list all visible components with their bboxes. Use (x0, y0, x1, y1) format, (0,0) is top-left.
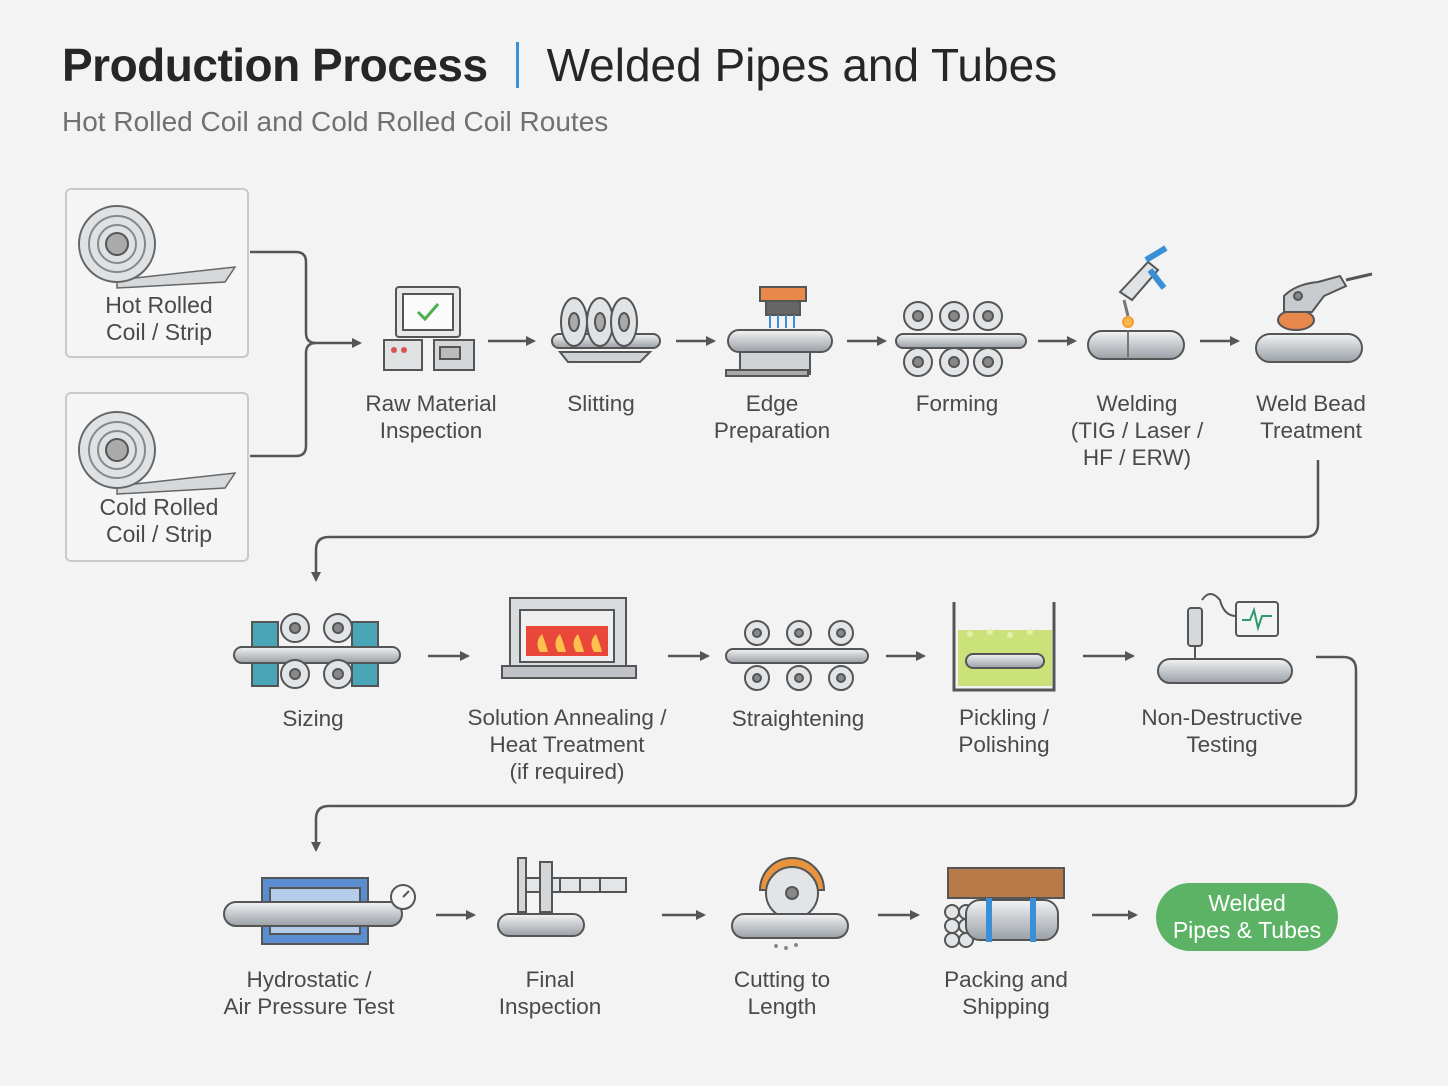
saw-icon (731, 857, 849, 950)
step-sizing: Sizing (282, 706, 344, 731)
hydrotest-icon (223, 877, 416, 945)
step-pickling-polishing: Pickling / Polishing (958, 705, 1050, 757)
step-forming: Forming (915, 391, 999, 416)
forming-rolls-icon (895, 301, 1027, 377)
source-box-cold-rolled: Cold Rolled Coil / Strip (65, 392, 249, 562)
final-product-badge: Welded Pipes & Tubes (1156, 883, 1338, 951)
source-box-hot-rolled: Hot Rolled Coil / Strip (65, 188, 249, 358)
pickling-tank-icon (952, 602, 1056, 692)
step-welding: Welding (TIG / Laser / HF / ERW) (1070, 391, 1204, 470)
step-slitting: Slitting (567, 391, 635, 416)
connector-row2-row3 (311, 655, 1358, 852)
title-divider (515, 42, 519, 88)
source-merge-connector (250, 250, 362, 458)
ndt-probe-icon (1157, 593, 1293, 684)
sizing-mill-icon (233, 613, 401, 689)
page-title: Production Process Welded Pipes and Tube… (62, 38, 1057, 92)
coil-icon (78, 205, 237, 289)
grinder-icon (1255, 272, 1373, 363)
connector-row1-row2 (311, 460, 1320, 582)
page-subtitle: Hot Rolled Coil and Cold Rolled Coil Rou… (62, 106, 609, 137)
pipe-bundle-icon (944, 867, 1065, 948)
step-hydrostatic-test: Hydrostatic / Air Pressure Test (223, 967, 395, 1019)
source-label-hot-rolled: Hot Rolled Coil / Strip (105, 292, 213, 345)
source-label-cold-rolled: Cold Rolled Coil / Strip (99, 494, 219, 547)
step-straightening: Straightening (731, 706, 865, 731)
inspection-computer-icon (383, 286, 475, 371)
title-sub: Welded Pipes and Tubes (546, 39, 1058, 91)
edge-milling-icon (725, 286, 833, 377)
step-cutting-to-length: Cutting to Length (733, 967, 831, 1019)
step-edge-preparation: Edge Preparation (713, 391, 831, 443)
step-solution-annealing: Solution Annealing / Heat Treatment (if … (467, 705, 667, 784)
welding-torch-icon (1087, 245, 1185, 360)
step-raw-material-inspection: Raw Material Inspection (365, 391, 497, 443)
step-non-destructive-testing: Non-Destructive Testing (1141, 705, 1303, 757)
slitting-discs-icon (551, 297, 661, 363)
step-packing-and-shipping: Packing and Shipping (944, 967, 1068, 1019)
caliper-icon (497, 857, 627, 937)
title-main: Production Process (62, 39, 488, 91)
coil-icon (78, 411, 237, 495)
step-weld-bead-treatment: Weld Bead Treatment (1256, 391, 1366, 443)
furnace-icon (501, 597, 637, 679)
straightener-rolls-icon (725, 620, 869, 691)
step-final-inspection: Final Inspection (498, 967, 602, 1019)
